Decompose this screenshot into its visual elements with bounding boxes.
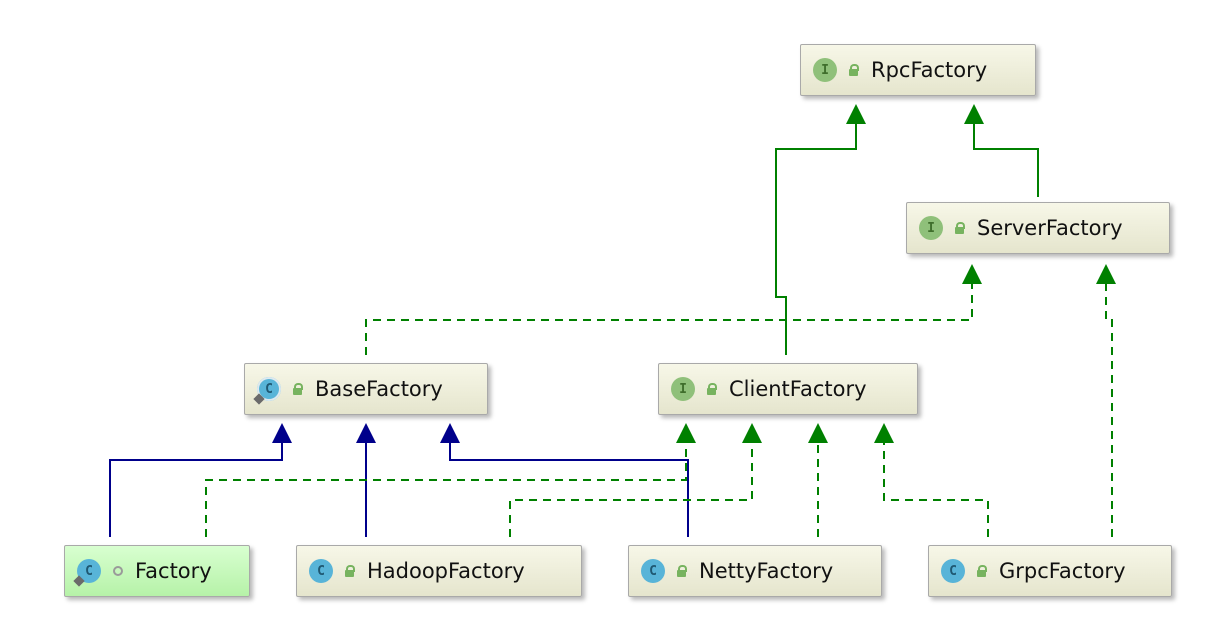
arrowhead-factory-client [676,423,696,443]
node-label: BaseFactory [315,377,443,401]
arrowhead-hadoop-client [742,423,762,443]
interface-icon: I [919,216,943,240]
node-label: HadoopFactory [367,559,525,583]
edge-grpc-implements-client [883,441,989,537]
node-netty-factory[interactable]: C NettyFactory [628,545,882,597]
class-icon: C [73,559,101,587]
arrowhead-hadoop-base [356,423,376,443]
interface-icon: I [671,377,695,401]
class-icon: C [641,559,665,583]
interface-icon: I [813,58,837,82]
node-label: ClientFactory [729,377,867,401]
node-label: ServerFactory [977,216,1123,240]
public-visibility-icon [847,64,859,76]
package-private-visibility-icon [113,566,123,576]
edge-base-implements-server [365,282,973,355]
arrowhead-factory-base [272,423,292,443]
node-base-factory[interactable]: C BaseFactory [244,363,488,415]
node-hadoop-factory[interactable]: C HadoopFactory [296,545,582,597]
public-visibility-icon [675,565,687,577]
edge-netty-extends-base [449,441,689,537]
public-visibility-icon [343,565,355,577]
edge-grpc-implements-server [1105,282,1113,537]
edge-factory-implements-client [205,441,687,537]
node-label: Factory [135,559,212,583]
arrowhead-grpc-server [1096,264,1116,284]
node-server-factory[interactable]: I ServerFactory [906,202,1170,254]
class-icon: C [941,559,965,583]
node-label: NettyFactory [699,559,834,583]
edge-server-extends-rpc [973,122,1039,197]
arrowhead-client-rpc [846,104,866,124]
node-client-factory[interactable]: I ClientFactory [658,363,918,415]
node-label: RpcFactory [871,58,988,82]
arrowhead-netty-client [808,423,828,443]
public-visibility-icon [291,383,303,395]
arrowhead-server-rpc [964,104,984,124]
edge-hadoop-implements-client [509,441,753,537]
public-visibility-icon [975,565,987,577]
node-rpc-factory[interactable]: I RpcFactory [800,44,1036,96]
arrowhead-netty-base [440,423,460,443]
public-visibility-icon [705,383,717,395]
abstract-class-icon: C [253,377,281,405]
arrowhead-base-server [962,264,982,284]
arrowhead-grpc-client [874,423,894,443]
node-factory[interactable]: C Factory [64,545,250,597]
public-visibility-icon [953,222,965,234]
node-grpc-factory[interactable]: C GrpcFactory [928,545,1172,597]
class-icon: C [309,559,333,583]
edge-factory-extends-base [109,441,283,537]
node-label: GrpcFactory [999,559,1126,583]
edge-client-extends-rpc [775,122,857,355]
